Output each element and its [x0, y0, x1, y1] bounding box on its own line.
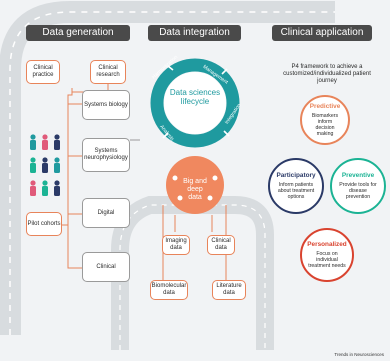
header-data-generation: Data generation	[26, 25, 130, 41]
source-label: Biomolecular data	[151, 283, 187, 296]
personalized-title: Personalized	[307, 241, 347, 249]
predictive-title: Predictive	[309, 103, 341, 111]
category-label: Digital	[97, 209, 115, 216]
clinical-practice-box: Clinical practice	[26, 60, 60, 84]
predictive-circle: Predictive Biomarkers inform decision ma…	[300, 95, 350, 145]
source-biomolecular: Biomolecular data	[150, 280, 188, 300]
personalized-text: Focus on individual treatment needs	[308, 250, 346, 269]
category-clinical: Clinical	[82, 252, 130, 282]
personalized-circle: Personalized Focus on individual treatme…	[300, 228, 354, 282]
category-systems-biology: Systems biology	[82, 90, 130, 120]
preventive-circle: Preventive Provide tools for disease pre…	[330, 158, 386, 214]
header-data-integration: Data integration	[148, 25, 241, 41]
category-label: Systems biology	[84, 101, 128, 108]
source-label: Imaging data	[165, 238, 187, 251]
clinical-research-box: Clinical research	[90, 60, 126, 84]
participatory-text: Inform patients about treatment options	[277, 181, 315, 200]
source-label: Literature data	[216, 283, 242, 296]
participatory-title: Participatory	[276, 172, 316, 180]
footer-credit: Trends in Neurosciences	[334, 352, 384, 357]
p4-intro: P4 framework to achieve a customized/ind…	[283, 64, 371, 84]
pilot-cohorts-label: Pilot cohorts	[27, 220, 61, 227]
source-literature: Literature data	[212, 280, 246, 300]
category-digital: Digital	[82, 198, 130, 228]
category-label: Clinical	[96, 263, 116, 270]
category-label: Systems neurophysiology	[84, 148, 128, 161]
category-systems-neurophysiology: Systems neurophysiology	[82, 138, 130, 172]
source-clinical: Clinical data	[207, 235, 235, 255]
big-data-label: Big and deep data	[183, 178, 207, 201]
source-label: Clinical data	[211, 238, 231, 251]
clinical-research-label: Clinical research	[96, 65, 120, 78]
predictive-text: Biomarkers inform decision making	[311, 112, 339, 137]
preventive-text: Provide tools for disease prevention	[339, 181, 377, 200]
participatory-circle: Participatory Inform patients about trea…	[268, 158, 324, 214]
lifecycle-title: Data sciences lifecycle	[169, 88, 221, 106]
source-imaging: Imaging data	[162, 235, 190, 255]
preventive-title: Preventive	[341, 172, 375, 180]
pilot-cohorts-box: Pilot cohorts	[26, 212, 62, 236]
header-clinical-application: Clinical application	[272, 25, 372, 41]
clinical-practice-label: Clinical practice	[32, 65, 54, 78]
